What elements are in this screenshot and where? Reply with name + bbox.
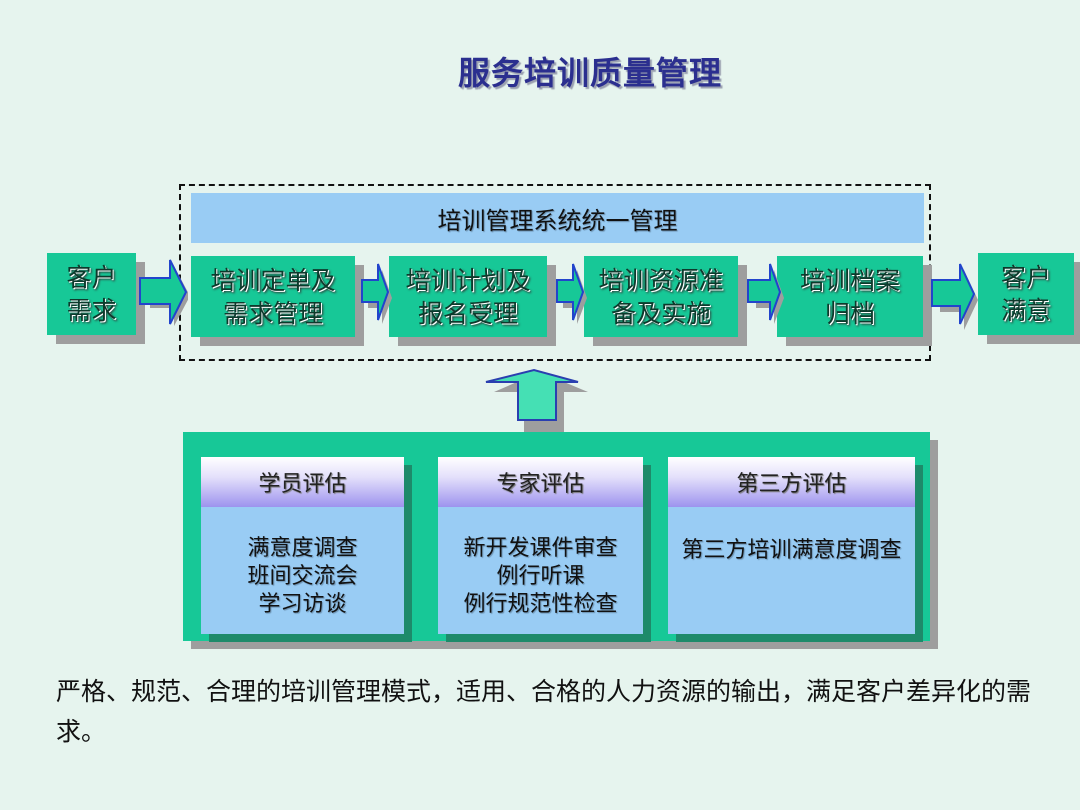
management-system-boundary: [179, 184, 931, 361]
flow-end-box: 客户 满意: [978, 253, 1074, 335]
evaluation-card: 第三方评估 第三方培训满意度调查: [668, 457, 915, 634]
right-arrow-icon: [747, 263, 784, 324]
system-bar: 培训管理系统统一管理: [191, 193, 924, 243]
evaluation-card-body: 新开发课件审查 例行听课 例行规范性检查: [463, 536, 618, 617]
page-title: 服务培训质量管理: [457, 54, 722, 92]
evaluation-card: 专家评估 新开发课件审查 例行听课 例行规范性检查: [438, 457, 643, 634]
evaluation-card: 学员评估 满意度调查 班间交流会 学习访谈: [201, 457, 404, 634]
evaluation-card-header: 专家评估: [438, 457, 643, 507]
right-arrow-icon: [139, 259, 188, 326]
flow-step-3: 培训资源准 备及实施: [584, 256, 738, 337]
evaluation-card-body: 第三方培训满意度调查: [681, 538, 902, 563]
flow-step-4: 培训档案 归档: [777, 256, 923, 337]
evaluation-card-header: 学员评估: [201, 457, 404, 507]
right-arrow-icon: [931, 263, 978, 330]
right-arrow-icon: [361, 263, 392, 324]
evaluation-card-header: 第三方评估: [668, 457, 915, 507]
flow-step-2: 培训计划及 报名受理: [389, 256, 547, 337]
evaluation-panel: 学员评估 满意度调查 班间交流会 学习访谈 专家评估 新开发课件审查 例行听课 …: [183, 432, 930, 641]
up-arrow-icon: [485, 368, 588, 438]
right-arrow-icon: [556, 263, 587, 324]
flow-step-1: 培训定单及 需求管理: [191, 256, 355, 337]
flow-start-box: 客户 需求: [47, 253, 136, 335]
summary-text: 严格、规范、合理的培训管理模式，适用、合格的人力资源的输出，满足客户差异化的需求…: [56, 677, 1032, 746]
evaluation-card-body: 满意度调查 班间交流会 学习访谈: [247, 536, 358, 617]
